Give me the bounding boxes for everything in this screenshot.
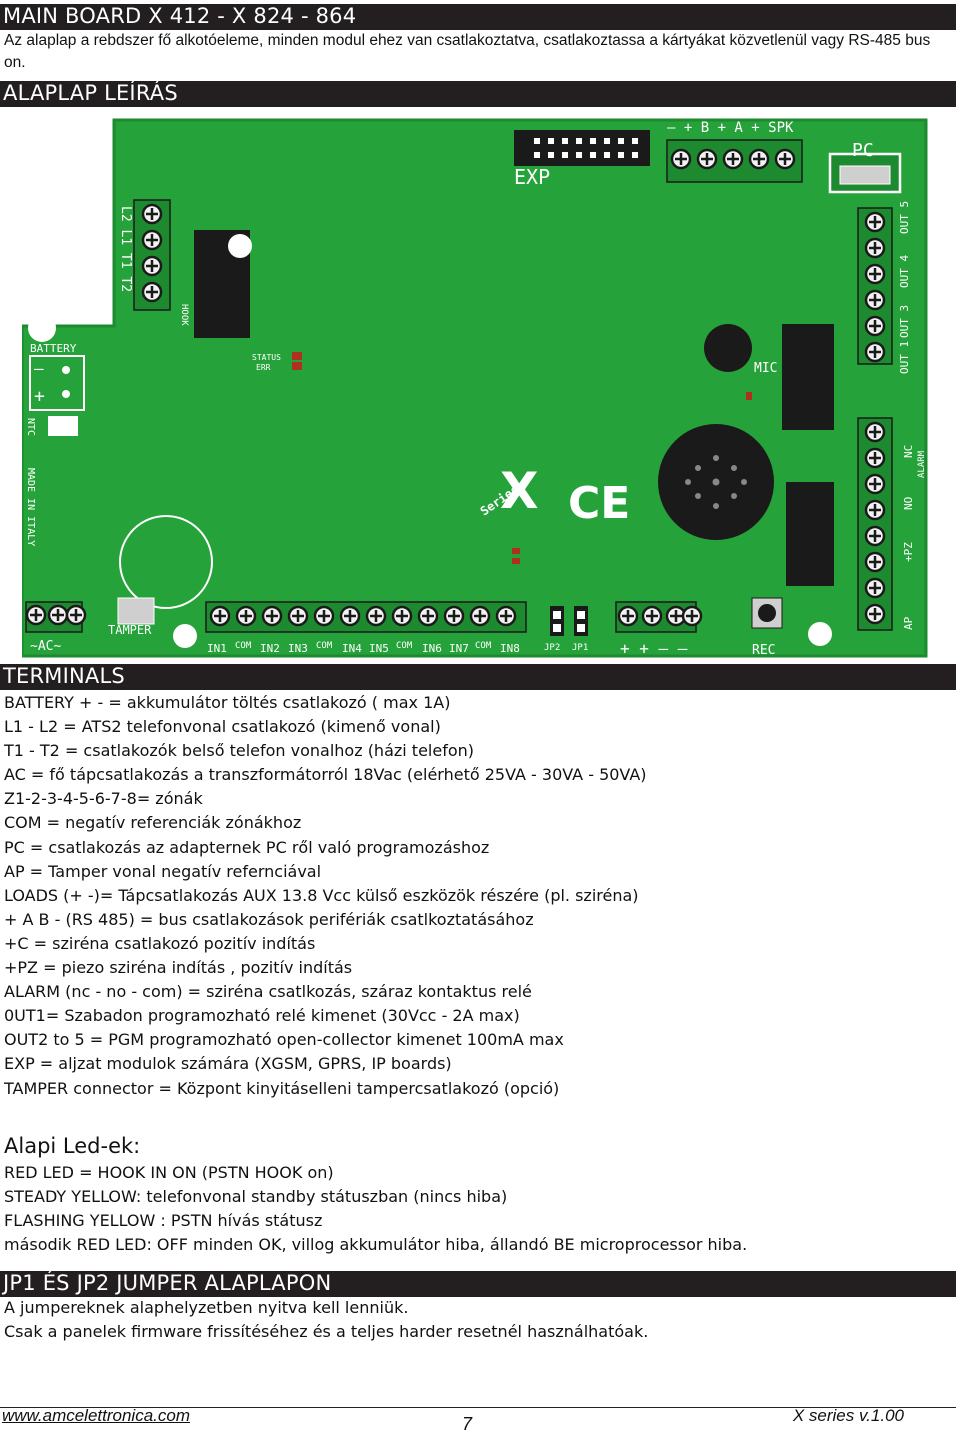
svg-text:+ + — —: + + — — xyxy=(620,639,688,658)
status-label: STATUS xyxy=(252,353,281,362)
x-logo: X xyxy=(500,462,539,520)
list-item: Z1-2-3-4-5-6-7-8= zónák xyxy=(4,789,203,809)
list-item: 0UT1= Szabadon programozható relé kimene… xyxy=(4,1006,520,1026)
svg-text:JP1: JP1 xyxy=(572,643,588,653)
list-item: L1 - L2 = ATS2 telefonvonal csatlakozó (… xyxy=(4,717,441,737)
list-item: RED LED = HOOK IN ON (PSTN HOOK on) xyxy=(4,1163,334,1182)
battery-label: BATTERY xyxy=(30,342,77,355)
list-item: AC = fő tápcsatlakozás a transzformátorr… xyxy=(4,765,647,785)
list-item: COM = negatív referenciák zónákhoz xyxy=(4,813,302,833)
top-terms-label: — + B + A + SPK xyxy=(667,120,794,136)
tamper-label: TAMPER xyxy=(108,623,152,637)
list-item: második RED LED: OFF minden OK, villog a… xyxy=(4,1235,748,1255)
list-item: FLASHING YELLOW : PSTN hívás státusz xyxy=(4,1211,323,1231)
alarm-side-label: ALARM xyxy=(917,450,927,478)
svg-text:AP: AP xyxy=(902,616,915,630)
terminals-section-bar: TERMINALS xyxy=(0,664,956,690)
svg-text:IN8: IN8 xyxy=(500,642,520,655)
intro-text: Az alaplap a rebdszer fő alkotóeleme, mi… xyxy=(4,32,931,71)
left-terms-label: L2 L1 T1 T2 xyxy=(118,206,133,292)
svg-text:—: — xyxy=(34,359,44,378)
mic xyxy=(704,324,752,372)
jumper-section-title: JP1 ÉS JP2 JUMPER ALAPLAPON xyxy=(3,1271,332,1295)
leds-list: RED LED = HOOK IN ON (PSTN HOOK on) STEA… xyxy=(4,1161,747,1257)
list-item: BATTERY + - = akkumulátor töltés csatlak… xyxy=(4,693,451,712)
list-item: +C = sziréna csatlakozó pozitív indítás xyxy=(4,933,316,953)
jumper-list: A jumpereknek alaphelyzetben nyitva kell… xyxy=(4,1296,648,1344)
leds-title: Alapi Led-ek: xyxy=(4,1134,141,1158)
list-item: LOADS (+ -)= Tápcsatlakozás AUX 13.8 Vcc… xyxy=(4,885,639,905)
svg-text:IN7: IN7 xyxy=(449,642,469,655)
mic-label: MIC xyxy=(754,361,777,376)
board-illustration: EXP — + B + A + SPK PC L2 L1 T1 T2 HOOK … xyxy=(22,118,928,658)
list-item: OUT2 to 5 = PGM programozható open-colle… xyxy=(4,1030,564,1050)
list-item: EXP = aljzat modulok számára (XGSM, GPRS… xyxy=(4,1054,452,1074)
terminals-list: BATTERY + - = akkumulátor töltés csatlak… xyxy=(4,691,647,1101)
ntc-label: NTC xyxy=(25,418,36,436)
page-title-bar: MAIN BOARD X 412 - X 824 - 864 xyxy=(0,4,956,30)
svg-text:IN2: IN2 xyxy=(260,642,280,655)
list-item: PC = csatlakozás az adapternek PC ről va… xyxy=(4,837,490,857)
board-section-title: ALAPLAP LEÍRÁS xyxy=(3,81,178,105)
svg-text:OUT 5: OUT 5 xyxy=(898,201,911,234)
list-item: T1 - T2 = csatlakozók belső telefon vona… xyxy=(4,741,475,761)
footer-version: X series v.1.00 xyxy=(792,1406,904,1425)
page-title: MAIN BOARD X 412 - X 824 - 864 xyxy=(3,4,357,28)
exp-label: EXP xyxy=(514,165,550,189)
exp-connector xyxy=(514,130,650,166)
svg-text:COM: COM xyxy=(475,641,492,651)
terminals-section-title: TERMINALS xyxy=(3,664,125,688)
svg-text:OUT 4: OUT 4 xyxy=(898,255,911,288)
footer-divider xyxy=(0,1407,956,1408)
ac-label: ~AC~ xyxy=(30,639,61,654)
svg-text:COM: COM xyxy=(396,641,413,651)
list-item: TAMPER connector = Központ kinyitásellen… xyxy=(4,1078,560,1098)
svg-text:IN6: IN6 xyxy=(422,642,442,655)
svg-text:NO: NO xyxy=(902,497,915,510)
err-label: ERR xyxy=(256,363,271,372)
jumper-section-bar: JP1 ÉS JP2 JUMPER ALAPLAPON xyxy=(0,1271,956,1297)
page-number: 7 xyxy=(462,1414,473,1434)
hook-label: HOOK xyxy=(179,304,189,326)
ce-mark: CE xyxy=(568,478,630,529)
board-section-bar: ALAPLAP LEÍRÁS xyxy=(0,81,956,107)
svg-text:NC: NC xyxy=(902,445,915,458)
svg-text:IN1: IN1 xyxy=(207,642,227,655)
svg-text:IN5: IN5 xyxy=(369,642,389,655)
svg-text:COM: COM xyxy=(235,641,252,651)
rec-label: REC xyxy=(752,643,775,658)
svg-text:JP2: JP2 xyxy=(544,643,560,653)
list-item: A jumpereknek alaphelyzetben nyitva kell… xyxy=(4,1298,409,1317)
pc-label: PC xyxy=(852,140,874,161)
list-item: +PZ = piezo sziréna indítás , pozitív in… xyxy=(4,958,353,978)
footer-website[interactable]: www.amcelettronica.com xyxy=(2,1406,191,1425)
svg-text:+PZ: +PZ xyxy=(902,542,915,562)
tamper-connector xyxy=(117,597,155,625)
svg-text:IN3: IN3 xyxy=(288,642,308,655)
svg-text:+: + xyxy=(34,386,45,407)
list-item: Csak a panelek firmware frissítéséhez és… xyxy=(4,1322,649,1342)
svg-text:OUT 3: OUT 3 xyxy=(898,305,911,338)
svg-text:OUT 1: OUT 1 xyxy=(898,341,911,374)
svg-text:COM: COM xyxy=(316,641,333,651)
list-item: ALARM (nc - no - com) = sziréna csatlkoz… xyxy=(4,982,532,1002)
made-in-label: MADE IN ITALY xyxy=(25,468,36,546)
list-item: + A B - (RS 485) = bus csatlakozások per… xyxy=(4,909,534,929)
list-item: AP = Tamper vonal negatív referncіával xyxy=(4,861,322,881)
svg-text:IN4: IN4 xyxy=(342,642,362,655)
list-item: STEADY YELLOW: telefonvonal standby stát… xyxy=(4,1187,508,1207)
